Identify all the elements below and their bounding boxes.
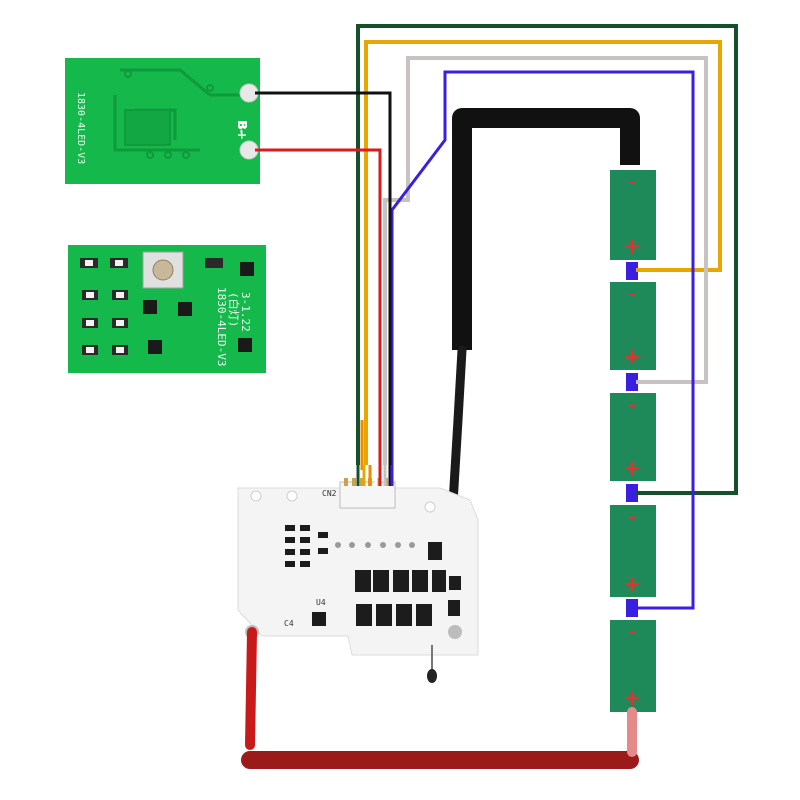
wire-yellow <box>364 40 722 465</box>
wire-grey <box>383 56 708 465</box>
cell-plus-label: + <box>623 686 641 711</box>
battery-cell: - + <box>610 282 656 370</box>
connector-label: CN2 <box>322 489 337 498</box>
cell-plus-label: + <box>623 234 641 259</box>
cell-plus-label: + <box>623 456 641 481</box>
balance-connector <box>339 481 396 509</box>
battery-pack: - + - + - + - + - + <box>610 170 656 712</box>
cell-minus-label: - <box>628 622 635 643</box>
led-board-top: 1830-4LED-V3 B- B+ <box>65 58 260 184</box>
balance-wires <box>255 24 738 610</box>
main-positive-wire <box>241 627 639 769</box>
led-board-top-label: 1830-4LED-V3 <box>75 92 86 164</box>
cell-plus-label: + <box>623 572 641 597</box>
battery-cell: - + <box>610 620 656 712</box>
cell-minus-label: - <box>628 507 635 528</box>
chip-label: U4 <box>316 598 326 607</box>
battery-cell: - + <box>610 505 656 597</box>
led-board-bottom-label-1: 1830-4LED-V3 <box>215 287 228 366</box>
main-negative-wire <box>447 108 640 635</box>
led-board-bottom: 1830-4LED-V3 (白灯) 3-1.22 <box>68 245 266 373</box>
cell-minus-label: - <box>628 395 635 416</box>
wire-dark-green <box>356 24 738 495</box>
led-board-bottom-label-2: (白灯) <box>227 292 241 327</box>
wire-red-led <box>255 148 382 465</box>
wire-blue <box>390 70 695 610</box>
led-board-bottom-label-3: 3-1.22 <box>239 292 252 332</box>
connector-wire-bundle <box>356 465 394 486</box>
cell-minus-label: - <box>628 284 635 305</box>
pad-b-plus-label: B+ <box>235 121 249 140</box>
cell-plus-label: + <box>623 345 641 370</box>
pad-b-minus-label: B- <box>235 120 249 134</box>
bms-negative-solder-point <box>448 625 462 639</box>
cell-minus-label: - <box>628 172 635 193</box>
bms-board: CN2 U4 C4 <box>237 478 479 683</box>
battery-cell: - + <box>610 393 656 481</box>
wire-black-led <box>255 91 392 465</box>
cap-label: C4 <box>284 619 294 628</box>
battery-cell: - + <box>610 170 656 260</box>
